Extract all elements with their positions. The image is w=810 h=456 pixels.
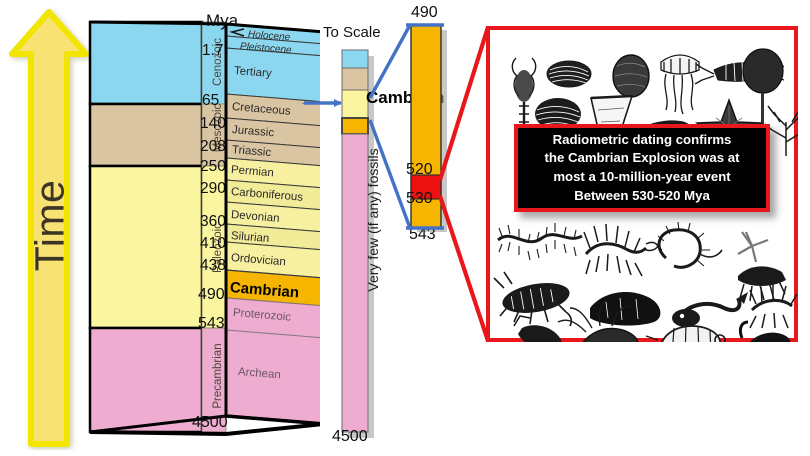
tick-410: 410 — [200, 235, 226, 252]
detail-explosion-bottom: 530 — [406, 190, 433, 207]
tick-290: 290 — [200, 180, 226, 197]
mya-axis-header: Mya — [206, 11, 239, 30]
geologic-time-column: Mya Cenozoic Mesozoic Paleozoic Precambr… — [88, 11, 320, 442]
callout-line-3: most a 10-million-year event — [553, 169, 731, 184]
cambrian-fauna-panel — [486, 26, 798, 342]
time-arrow: Time — [8, 6, 90, 450]
detail-bottom-value: 543 — [409, 226, 436, 243]
time-axis-label: Time — [26, 179, 73, 272]
fossil-illustrations — [493, 48, 798, 342]
tick-1-7: 1.7 — [202, 42, 224, 59]
to-scale-column: Very few (if any) fossils — [330, 12, 381, 444]
detail-explosion-top: 520 — [406, 161, 433, 178]
tick-4500: 4500 — [192, 414, 228, 431]
era-label-cenozoic: Cenozoic — [212, 38, 224, 86]
to-scale-title: To Scale — [323, 24, 381, 41]
callout-line-2: the Cambrian Explosion was at — [544, 150, 740, 166]
tick-543: 543 — [198, 315, 225, 332]
tick-140: 140 — [200, 115, 226, 132]
to-scale-bottom-value: 4500 — [332, 428, 368, 445]
tick-360: 360 — [200, 213, 226, 230]
era-label-precambrian: Precambrian — [212, 343, 224, 409]
tick-65: 65 — [202, 92, 220, 109]
callout-line-4: Between 530-520 Mya — [574, 187, 710, 203]
radiometric-dating-callout: Radiometric dating confirms the Cambrian… — [514, 124, 770, 212]
tick-208: 208 — [200, 138, 226, 155]
callout-text: Radiometric dating confirms the Cambrian… — [545, 131, 740, 206]
column-graphic — [88, 20, 320, 437]
tick-490: 490 — [198, 286, 225, 303]
tick-250: 250 — [200, 158, 226, 175]
to-scale-fossil-note: Very few (if any) fossils — [365, 148, 381, 292]
callout-line-1: Radiometric dating confirms — [552, 131, 732, 147]
tick-438: 438 — [200, 257, 226, 274]
detail-top-value: 490 — [411, 4, 438, 21]
